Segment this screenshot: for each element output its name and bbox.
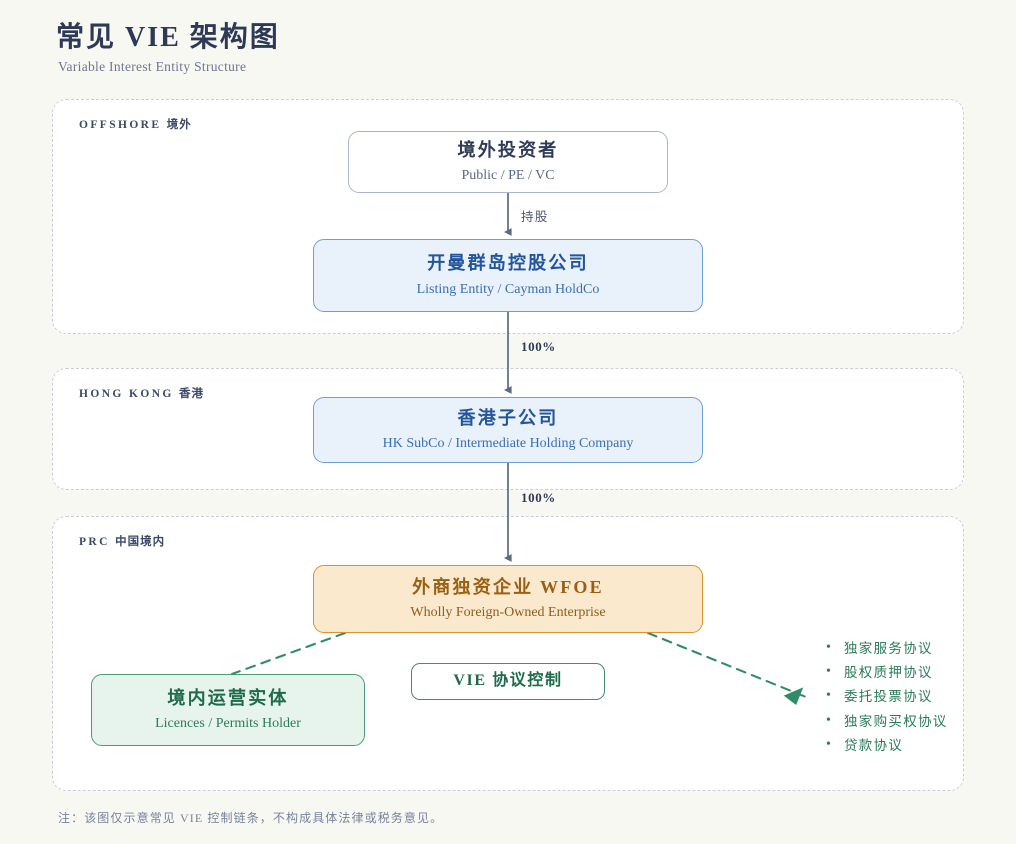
node-domestic-operating-entity[interactable]: 境内运营实体 Licences / Permits Holder — [91, 674, 365, 746]
node-domestic-operating-entity-subtitle: Licences / Permits Holder — [155, 716, 301, 732]
agreements-list: 独家服务协议 股权质押协议 委托投票协议 独家购买权协议 贷款协议 — [824, 636, 984, 758]
node-cayman-holdco[interactable]: 开曼群岛控股公司 Listing Entity / Cayman HoldCo — [313, 239, 703, 312]
node-domestic-operating-entity-title: 境内运营实体 — [167, 687, 289, 708]
section-label-offshore-en: OFFSHORE — [79, 119, 162, 131]
list-item: 独家服务协议 — [824, 636, 984, 661]
page-title: 常见 VIE 架构图 — [56, 22, 280, 53]
node-wfoe-title: 外商独资企业 WFOE — [412, 576, 604, 597]
node-hk-subco-title: 香港子公司 — [457, 407, 559, 428]
list-item: 委托投票协议 — [824, 684, 984, 709]
edge-label-pct-cayman-to-hk: 100% — [521, 339, 556, 354]
edge-label-pct-hk-to-wfoe: 100% — [521, 490, 556, 505]
page-subtitle: Variable Interest Entity Structure — [58, 59, 247, 74]
page-header: 常见 VIE 架构图 Variable Interest Entity Stru… — [56, 20, 956, 75]
section-label-hong-kong-en: HONG KONG — [79, 388, 174, 400]
node-offshore-investor-subtitle: Public / PE / VC — [461, 168, 555, 184]
node-offshore-investor[interactable]: 境外投资者 Public / PE / VC — [348, 131, 668, 193]
node-cayman-holdco-title: 开曼群岛控股公司 — [427, 253, 589, 274]
edge-label-holding: 持股 — [521, 210, 549, 224]
list-item: 股权质押协议 — [824, 660, 984, 685]
section-label-prc-cn: 中国境内 — [115, 536, 166, 548]
node-wfoe-subtitle: Wholly Foreign-Owned Enterprise — [410, 605, 606, 621]
section-label-prc: PRC 中国境内 — [79, 533, 165, 549]
section-label-hong-kong: HONG KONG 香港 — [79, 385, 204, 401]
node-cayman-holdco-subtitle: Listing Entity / Cayman HoldCo — [416, 281, 600, 297]
node-hk-subco-subtitle: HK SubCo / Intermediate Holding Company — [382, 436, 634, 452]
section-label-offshore-cn: 境外 — [166, 119, 192, 131]
node-offshore-investor-title: 境外投资者 — [457, 139, 559, 160]
list-item: 独家购买权协议 — [824, 709, 984, 734]
node-wfoe[interactable]: 外商独资企业 WFOE Wholly Foreign-Owned Enterpr… — [313, 565, 703, 633]
footnote: 注：该图仅示意常见 VIE 控制链条，不构成具体法律或税务意见。 — [58, 811, 444, 825]
node-vie-control-agreements[interactable]: VIE 协议控制 — [411, 663, 605, 700]
section-label-hong-kong-cn: 香港 — [179, 388, 205, 400]
section-label-prc-en: PRC — [79, 536, 110, 548]
section-label-offshore: OFFSHORE 境外 — [79, 116, 192, 132]
list-item: 贷款协议 — [824, 733, 984, 758]
node-vie-control-agreements-title: VIE 协议控制 — [453, 672, 563, 690]
node-hk-subco[interactable]: 香港子公司 HK SubCo / Intermediate Holding Co… — [313, 397, 703, 463]
